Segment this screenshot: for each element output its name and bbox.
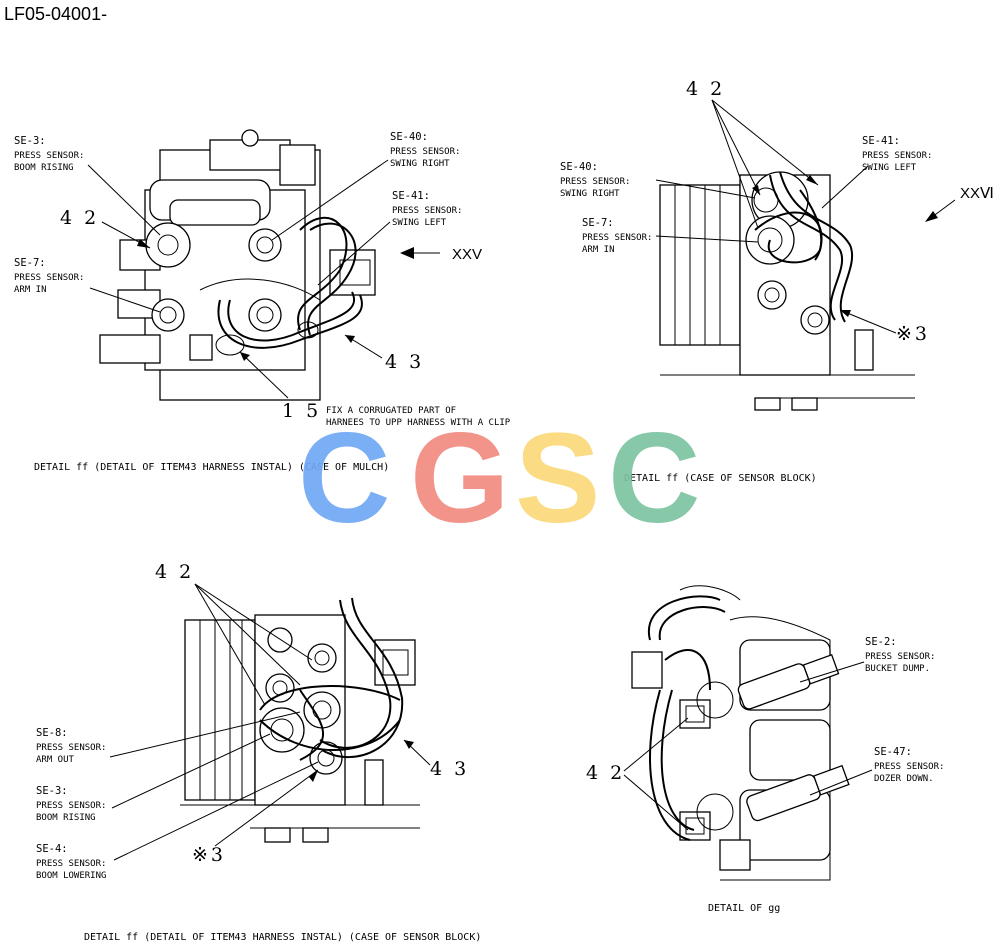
sensor-label-se7: SE-7: PRESS SENSOR: ARM IN	[14, 257, 161, 313]
valve-detail-gg	[631, 585, 850, 881]
svg-text:SWING RIGHT: SWING RIGHT	[560, 189, 620, 199]
panel-top-right: 4 2 SE-40: PRESS SENSOR: SWING RIGHT SE-…	[560, 78, 994, 484]
sensor-label-se47: SE-47: PRESS SENSOR: DOZER DOWN.	[809, 746, 944, 796]
svg-text:BOOM LOWERING: BOOM LOWERING	[36, 871, 106, 881]
svg-text:SWING RIGHT: SWING RIGHT	[390, 159, 450, 169]
watermark-letter: G	[410, 407, 510, 550]
sensor-label-se41-tr: SE-41: PRESS SENSOR: SWING LEFT	[821, 135, 932, 209]
svg-text:SE-2:: SE-2:	[865, 636, 897, 648]
svg-text:SE-4:: SE-4:	[36, 843, 68, 855]
callout-43-bottom-left: 4 3	[430, 758, 469, 780]
caption-bottom-left: DETAIL ff (DETAIL OF ITEM43 HARNESS INST…	[84, 932, 481, 943]
callout-42-bottom-right: 4 2	[586, 762, 625, 784]
sensor-label-se7-tr: SE-7: PRESS SENSOR: ARM IN	[582, 217, 759, 255]
svg-text:PRESS SENSOR:: PRESS SENSOR:	[862, 151, 932, 161]
watermark-letter: C	[608, 407, 700, 550]
svg-text:ARM OUT: ARM OUT	[36, 755, 75, 765]
svg-text:PRESS SENSOR:: PRESS SENSOR:	[14, 151, 84, 161]
document-id: LF05-04001-	[4, 4, 107, 24]
svg-text:PRESS SENSOR:: PRESS SENSOR:	[14, 273, 84, 283]
svg-text:SWING LEFT: SWING LEFT	[862, 163, 917, 173]
note-line-2: HARNEES TO UPP HARNESS WITH A CLIP	[326, 418, 511, 428]
watermark-letter: S	[515, 407, 600, 550]
svg-text:BUCKET DUMP.: BUCKET DUMP.	[865, 664, 930, 674]
callout-x3-bottom-left: ※3	[192, 844, 226, 866]
sensor-label-se40: SE-40: PRESS SENSOR: SWING RIGHT	[271, 131, 460, 241]
sensor-label-se8: SE-8: PRESS SENSOR: ARM OUT	[36, 711, 301, 765]
callout-42-bottom-left: 4 2	[155, 561, 194, 583]
valve-block-mulch	[99, 129, 376, 401]
svg-text:BOOM RISING: BOOM RISING	[36, 813, 96, 823]
svg-text:PRESS SENSOR:: PRESS SENSOR:	[390, 147, 460, 157]
svg-text:SE-40:: SE-40:	[390, 131, 428, 143]
callout-42-top-right: 4 2	[686, 78, 725, 100]
callout-x3-top-right: ※3	[896, 323, 930, 345]
svg-text:SE-41:: SE-41:	[392, 190, 430, 202]
svg-text:SE-7:: SE-7:	[14, 257, 46, 269]
sensor-block-top	[659, 171, 915, 411]
svg-text:SWING LEFT: SWING LEFT	[392, 218, 447, 228]
caption-top-left: DETAIL ff (DETAIL OF ITEM43 HARNESS INST…	[34, 462, 389, 473]
watermark-logo: C G S C	[298, 407, 700, 550]
sensor-label-se3-bl: SE-3: PRESS SENSOR: BOOM RISING	[36, 733, 271, 823]
svg-text:PRESS SENSOR:: PRESS SENSOR:	[36, 743, 106, 753]
panel-top-left: SE-3: PRESS SENSOR: BOOM RISING SE-7: PR…	[14, 129, 511, 473]
svg-text:SE-3:: SE-3:	[36, 785, 68, 797]
panel-bottom-right: SE-2: PRESS SENSOR: BUCKET DUMP. SE-47: …	[586, 585, 944, 914]
view-arrow-xxvi: XXⅥ	[925, 185, 994, 222]
svg-text:ARM IN: ARM IN	[582, 245, 615, 255]
svg-text:PRESS SENSOR:: PRESS SENSOR:	[36, 859, 106, 869]
svg-text:PRESS SENSOR:: PRESS SENSOR:	[582, 233, 652, 243]
callout-43: 4 3	[385, 351, 424, 373]
caption-top-right: DETAIL ff (CASE OF SENSOR BLOCK)	[624, 473, 817, 484]
svg-text:PRESS SENSOR:: PRESS SENSOR:	[865, 652, 935, 662]
svg-text:SE-7:: SE-7:	[582, 217, 614, 229]
svg-text:PRESS SENSOR:: PRESS SENSOR:	[392, 206, 462, 216]
sensor-label-se2: SE-2: PRESS SENSOR: BUCKET DUMP.	[799, 636, 935, 683]
svg-text:PRESS SENSOR:: PRESS SENSOR:	[874, 762, 944, 772]
svg-text:SE-3:: SE-3:	[14, 135, 46, 147]
svg-text:SE-41:: SE-41:	[862, 135, 900, 147]
view-arrow-xxv: XXV	[400, 246, 482, 263]
svg-text:XXⅥ: XXⅥ	[960, 185, 994, 202]
svg-text:XXV: XXV	[452, 246, 482, 263]
svg-text:PRESS SENSOR:: PRESS SENSOR:	[36, 801, 106, 811]
svg-text:PRESS SENSOR:: PRESS SENSOR:	[560, 177, 630, 187]
callout-42: 4 2	[60, 207, 99, 229]
svg-text:SE-40:: SE-40:	[560, 161, 598, 173]
sensor-label-se41: SE-41: PRESS SENSOR: SWING LEFT	[317, 190, 462, 286]
svg-text:DOZER DOWN.: DOZER DOWN.	[874, 774, 934, 784]
watermark-letter: C	[298, 407, 390, 550]
note-line-1: FIX A CORRUGATED PART OF	[326, 406, 456, 416]
svg-text:ARM IN: ARM IN	[14, 285, 47, 295]
callout-15: 1 5	[282, 400, 321, 422]
panel-bottom-left: 4 2 SE-8: PRESS SENSOR: ARM OUT SE-3: PR…	[36, 561, 481, 943]
sensor-label-se3: SE-3: PRESS SENSOR: BOOM RISING	[14, 135, 161, 236]
sensor-label-se4: SE-4: PRESS SENSOR: BOOM LOWERING	[36, 761, 319, 881]
svg-text:SE-47:: SE-47:	[874, 746, 912, 758]
sensor-block-bottom	[180, 597, 420, 843]
svg-text:SE-8:: SE-8:	[36, 727, 68, 739]
svg-text:BOOM RISING: BOOM RISING	[14, 163, 74, 173]
sensor-label-se40-tr: SE-40: PRESS SENSOR: SWING RIGHT	[560, 161, 756, 199]
caption-bottom-right: DETAIL OF gg	[708, 903, 780, 914]
